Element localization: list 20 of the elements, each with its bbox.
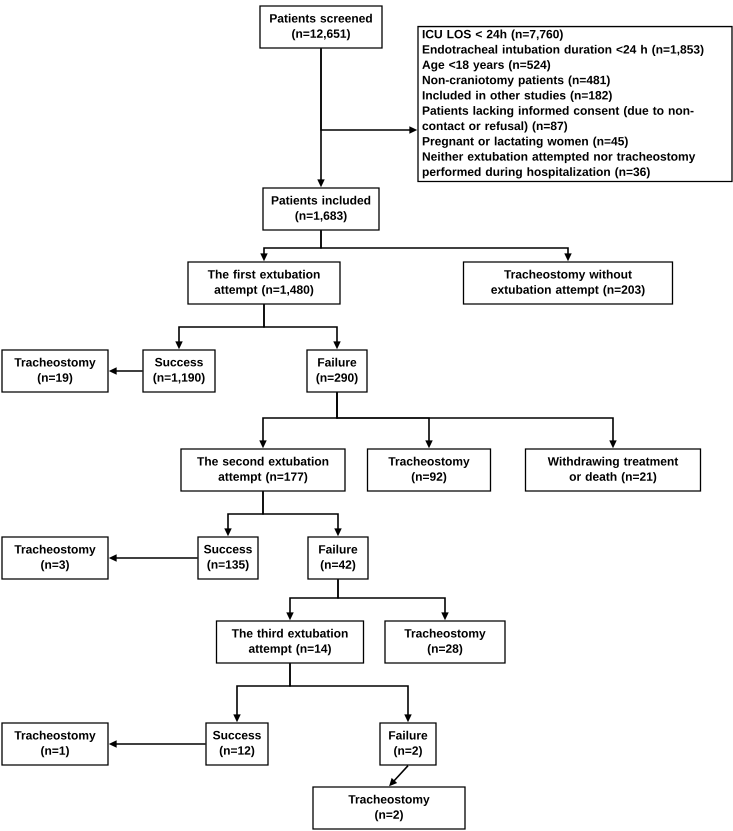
process-box: ICU LOS < 24h (n=7,760) Endotracheal intubation duration <24 h (n=1,853) Age <18 years (n=524) Non-craniotomy patients (n=481) Included in other studies (n=182) Patients lacking informed consent (due to non-contact or refusal) (n=87) Pregnant or lactating women (n=45) Neither extubation attempted nor tracheostomy performed during hospitalization (n=36) xyxy=(417,26,733,182)
process-box: Failure (n=290) xyxy=(306,349,368,393)
process-box: Tracheostomy without extubation attempt (n=203) xyxy=(462,261,674,305)
process-box: The third extubation attempt (n=14) xyxy=(216,620,364,664)
process-box: Tracheostomy (n=3) xyxy=(1,536,109,580)
process-box: Tracheostomy (n=19) xyxy=(1,349,109,393)
process-box: Success (n=12) xyxy=(205,722,269,766)
process-box: Success (n=1,190) xyxy=(142,349,216,393)
process-box: Tracheostomy (n=28) xyxy=(384,620,506,664)
process-box: Tracheostomy (n=2) xyxy=(312,786,466,830)
process-box: Patients screened (n=12,651) xyxy=(259,5,383,49)
process-box: Success (n=135) xyxy=(197,536,259,580)
process-box: Failure (n=2) xyxy=(379,722,437,766)
process-box: Withdrawing treatment or death (n=21) xyxy=(524,448,702,492)
process-box: Tracheostomy (n=1) xyxy=(1,722,109,766)
process-box: Patients included (n=1,683) xyxy=(262,187,380,231)
process-box: Failure (n=42) xyxy=(307,536,369,580)
process-box: The first extubation attempt (n=1,480) xyxy=(187,261,341,305)
process-box: Tracheostomy (n=92) xyxy=(366,448,492,492)
process-box: The second extubation attempt (n=177) xyxy=(180,448,346,492)
